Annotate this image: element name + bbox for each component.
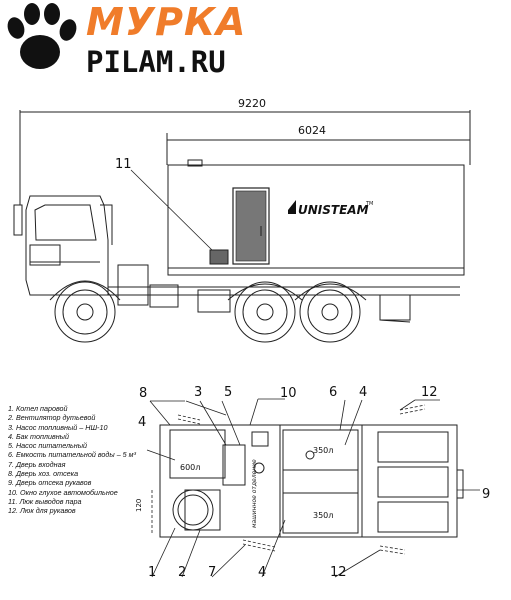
legend: 1. Котел паровой 2. Вентилятор дутьевой … xyxy=(8,404,158,516)
chassis xyxy=(108,264,460,323)
body-unit xyxy=(167,159,465,276)
legend-item: 6. Емкость питательной воды – 5 м³ xyxy=(8,450,137,460)
callout-9: 9 xyxy=(482,487,490,502)
legend-item: 12. Люк для рукавов xyxy=(8,506,76,516)
callout-11-leader xyxy=(130,169,213,251)
legend-item: 2. Вентилятор дутьевой xyxy=(8,413,96,423)
callout-10: 10 xyxy=(280,386,297,401)
callout-3: 3 xyxy=(194,385,202,400)
callout-12b: 12 xyxy=(330,565,347,580)
callout-8: 8 xyxy=(139,386,147,401)
callout-5: 5 xyxy=(224,385,232,400)
dim-6024-label: 6024 xyxy=(298,124,326,137)
plan-outline xyxy=(159,424,464,538)
steam-hatch xyxy=(209,249,229,265)
legend-item: 11. Люк выводов пара xyxy=(8,496,82,506)
legend-item: 4. Бак топливный xyxy=(8,431,69,441)
brand-subtitle: PILAM.RU xyxy=(86,45,226,79)
legend-item: 1. Котел паровой xyxy=(8,404,68,413)
callout-11: 11 xyxy=(115,157,132,172)
callout-4a: 4 xyxy=(138,415,146,430)
callout-4c: 4 xyxy=(258,565,266,580)
callout-6: 6 xyxy=(329,385,337,400)
plan-callouts: 8 3 5 10 6 4 12 4 9 1 2 7 4 12 xyxy=(138,385,490,580)
legend-item: 5. Насос питательный xyxy=(8,441,88,451)
legend-item: 3. Насос топливный – НШ-10 xyxy=(8,422,108,432)
plan-labels: 600л 350л 350л 120 машинное отделение xyxy=(135,446,333,528)
dim-120-label: 120 xyxy=(135,499,143,512)
openings xyxy=(151,404,426,555)
callout-2: 2 xyxy=(178,565,186,580)
legend-item: 7. Дверь входная xyxy=(8,459,66,469)
paw-icon xyxy=(7,3,77,69)
tank-350a-label: 350л xyxy=(313,446,333,455)
unisteam-logo: UNISTEAM TM xyxy=(288,200,373,217)
callout-1: 1 xyxy=(148,565,156,580)
wheels xyxy=(49,280,367,343)
legend-item: 8. Дверь хоз. отсека xyxy=(8,469,79,479)
tank-350b-label: 350л xyxy=(313,511,333,520)
machine-room-label: машинное отделение xyxy=(251,459,258,528)
tank-600-label: 600л xyxy=(180,463,200,472)
legend-item: 9. Дверь отсека рукавов xyxy=(8,478,92,488)
brand-title: МУРКА xyxy=(86,0,247,44)
side-door xyxy=(232,187,270,265)
dim-9220-label: 9220 xyxy=(238,97,266,110)
plan-leaders xyxy=(146,398,480,578)
legend-item: 10. Окно глухое автомобильное xyxy=(8,487,118,497)
truck-cab xyxy=(13,195,113,296)
svg-text:UNISTEAM: UNISTEAM xyxy=(298,203,369,217)
callout-4b: 4 xyxy=(359,385,367,400)
svg-text:TM: TM xyxy=(365,201,373,207)
callout-7: 7 xyxy=(208,565,216,580)
callout-12a: 12 xyxy=(421,385,438,400)
